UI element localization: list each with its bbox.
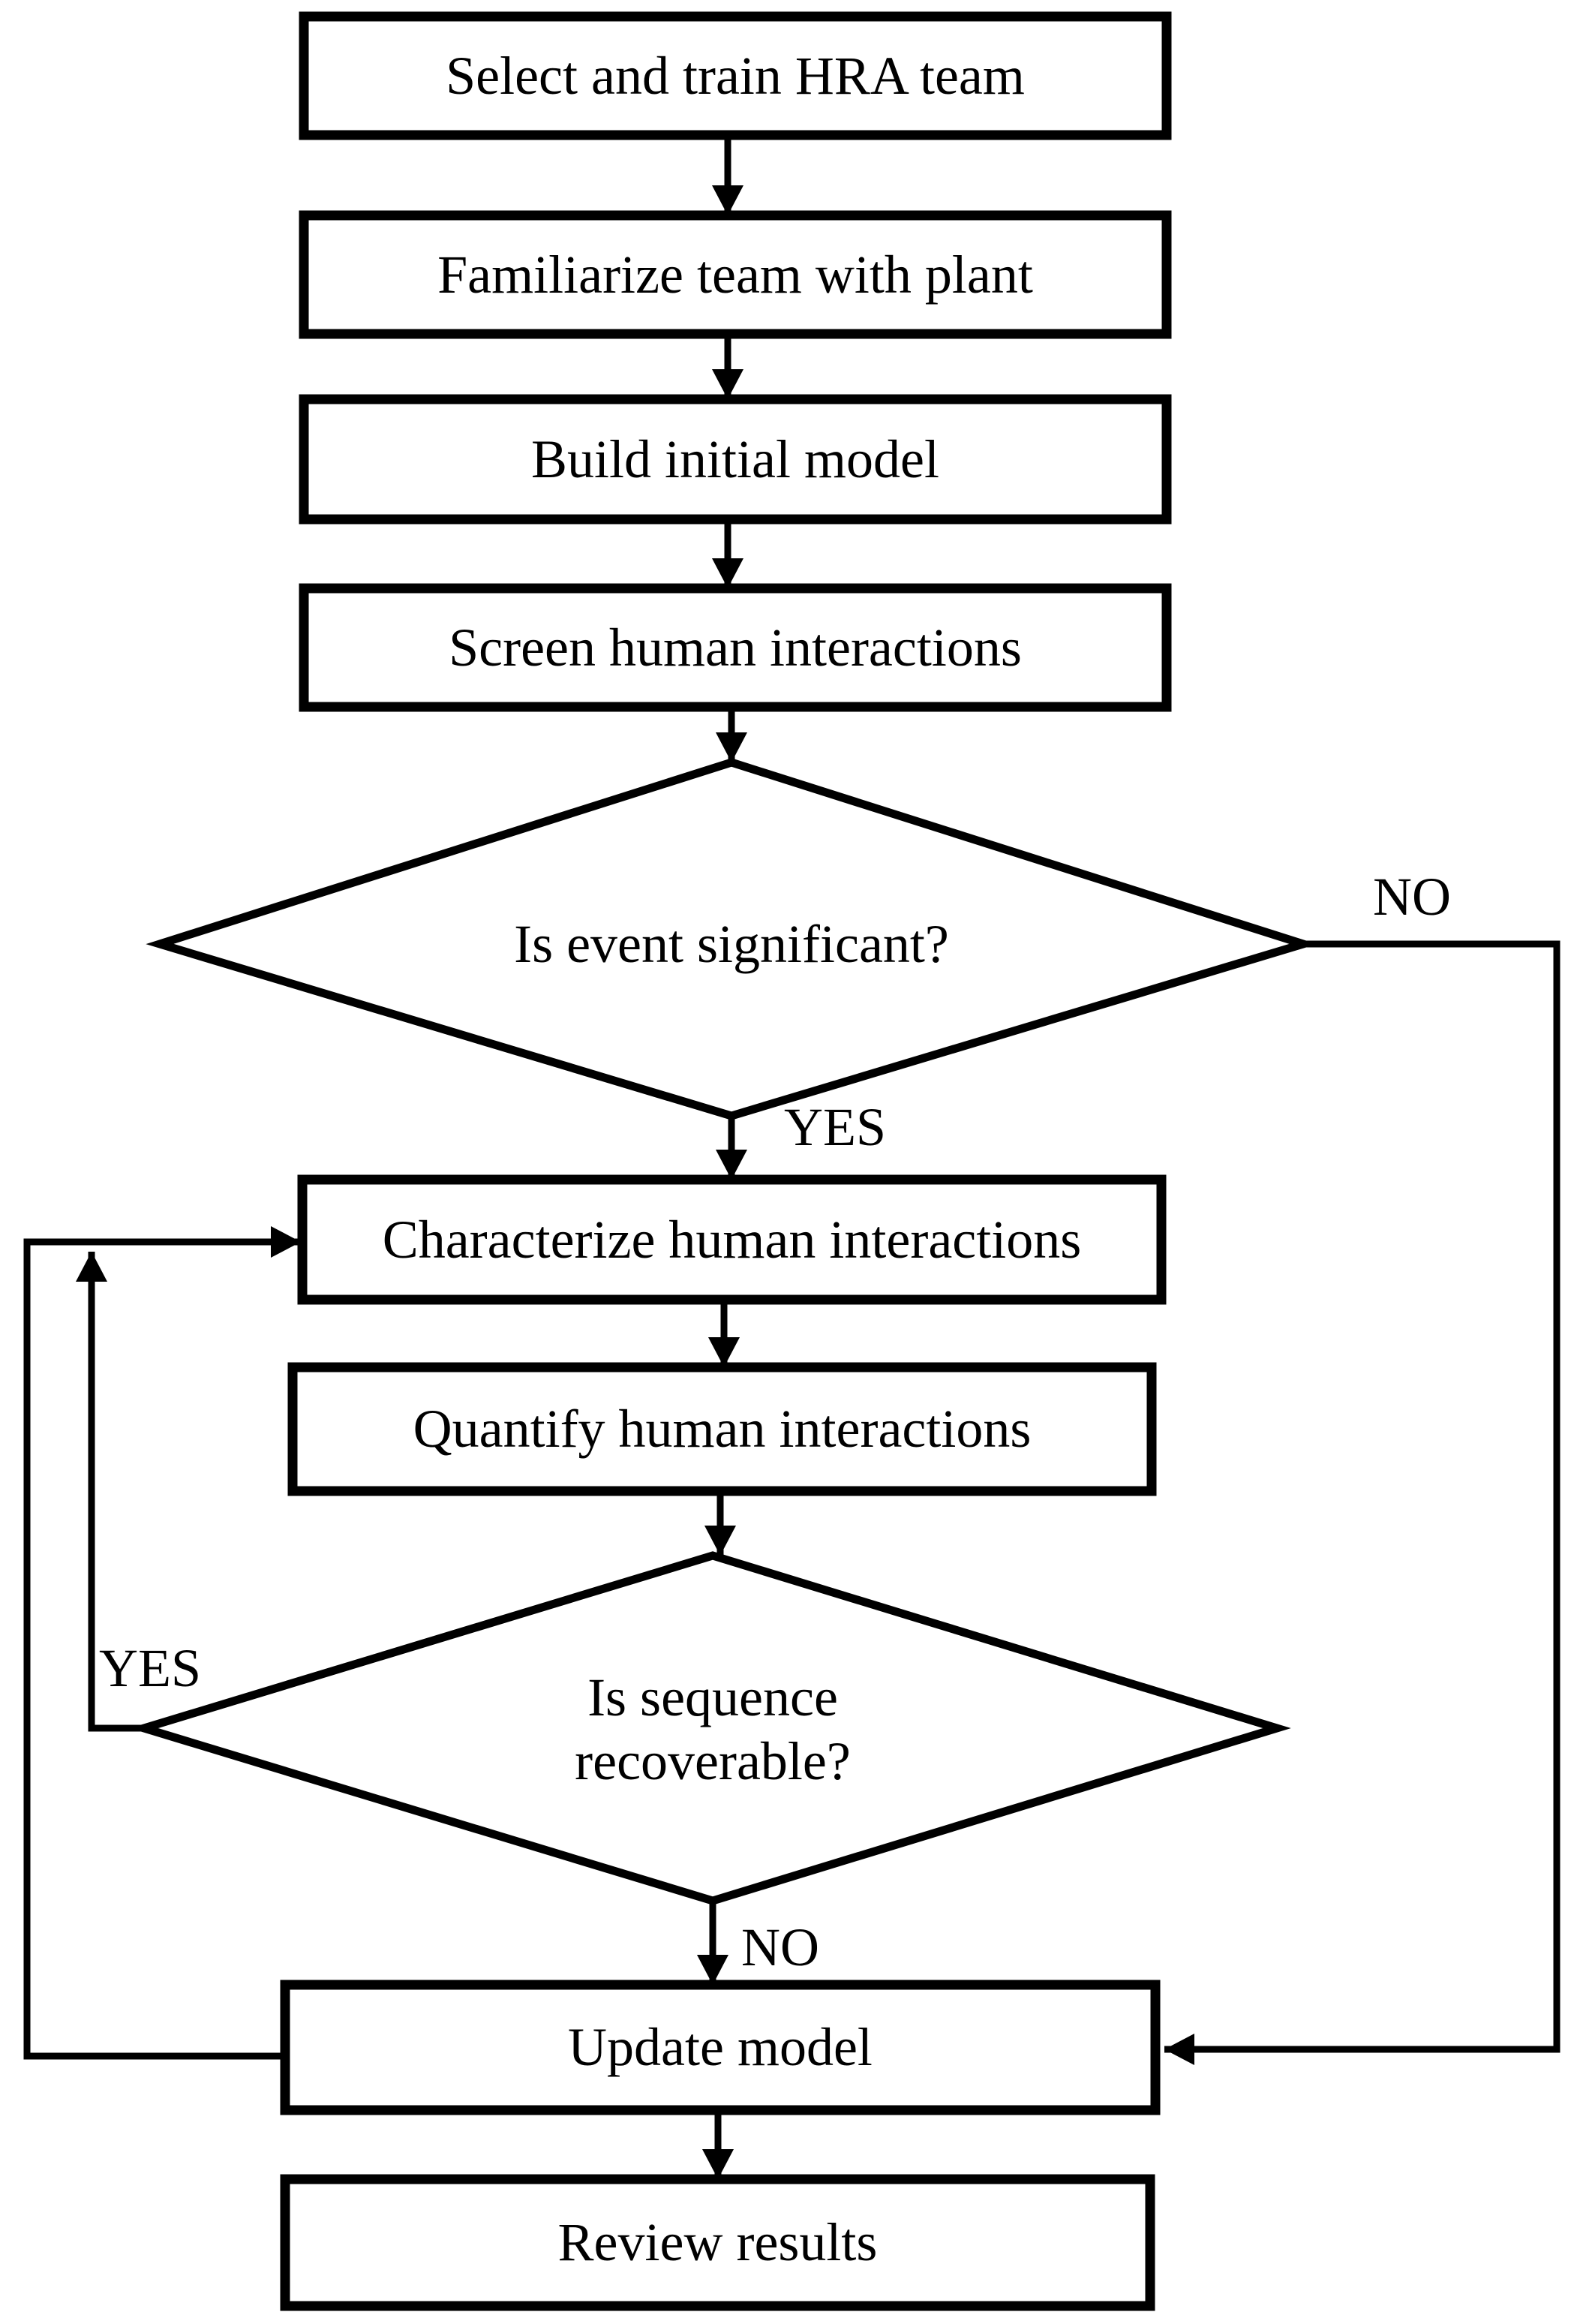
node-characterize-label: Characterize human interactions <box>382 1209 1082 1270</box>
node-screen-label: Screen human interactions <box>449 617 1022 678</box>
node-quantify-label: Quantify human interactions <box>413 1399 1032 1460</box>
node-screen-shape <box>299 583 1172 712</box>
label-recoverable-no: NO <box>741 1917 819 1977</box>
node-select-train-shape <box>299 11 1172 140</box>
node-update-model-label: Update model <box>568 2017 873 2078</box>
label-significant-yes: YES <box>783 1096 887 1157</box>
label-significant-no: NO <box>1373 866 1451 927</box>
node-familiarize-label: Familiarize team with plant <box>437 244 1033 305</box>
node-recoverable-shape <box>130 1551 1291 1905</box>
node-recoverable-label: Is sequence recoverable? <box>575 1667 851 1791</box>
node-review-label: Review results <box>557 2212 878 2273</box>
loop-update-to-characterize <box>23 1226 301 2060</box>
node-characterize-shape <box>297 1174 1167 1305</box>
node-build-model-label: Build initial model <box>531 428 939 489</box>
node-quantify-shape <box>287 1362 1157 1496</box>
node-review-shape <box>280 2174 1155 2311</box>
node-familiarize-shape <box>299 210 1172 339</box>
node-significant-shape <box>146 758 1317 1120</box>
label-recoverable-yes: YES <box>98 1637 202 1698</box>
node-select-train-label: Select and train HRA team <box>446 45 1025 106</box>
node-update-model-shape <box>280 1980 1161 2115</box>
node-significant-label: Is event significant? <box>514 913 949 974</box>
loop-recoverable-yes <box>76 1252 144 1732</box>
node-build-model-shape <box>299 394 1172 525</box>
edge-significant-no-bypass <box>1164 940 1560 2065</box>
